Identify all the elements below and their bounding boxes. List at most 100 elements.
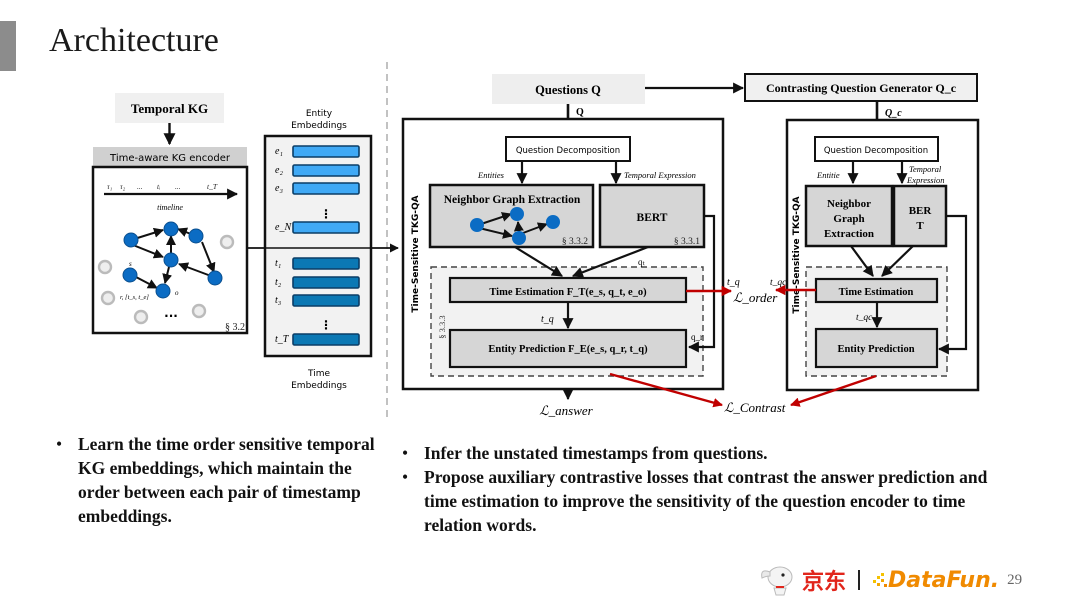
kg-subject-node (122, 267, 138, 283)
questions-label: Questions Q (535, 83, 601, 97)
main-pipeline: Questions Q Q Time-Sensitive TKG-QA Ques… (401, 74, 745, 418)
contrast-decomposition-label: Question Decomposition (824, 146, 928, 156)
time-embedding-label: t₃ (275, 295, 282, 306)
time-embedding-rows: t₁ t₂ t₃ t_T (275, 257, 360, 346)
q-arrow-label: Q (576, 107, 584, 118)
contrast-loss-arrow-left (609, 372, 723, 408)
slide-title: Architecture (49, 22, 219, 59)
contrast-neighbor-label-2: Graph (833, 213, 864, 225)
kg-object-node (155, 283, 171, 299)
time-embeddings-title-2: Embeddings (291, 381, 347, 391)
timeline-ticks: τ₁ τ₂ ... tᵢ ... t_T (107, 182, 218, 191)
qc-arrow-label: Q_c (885, 108, 902, 119)
kg-node (188, 228, 204, 244)
contrast-temporal-label-1: Temporal (909, 164, 942, 174)
subject-label: s (129, 260, 132, 268)
neighbor-graph-label: Neighbor Graph Extraction (444, 194, 581, 206)
timeline-tick: τ₁ (107, 182, 113, 191)
section-ref-3-3-3: § 3.3.3 (437, 315, 447, 338)
encoder-header (93, 147, 247, 167)
questions-box (492, 74, 645, 104)
entity-embeddings-title: Entity (306, 109, 333, 119)
tqc-right-label: t_qc (770, 278, 787, 288)
entity-embedding-vector (292, 221, 360, 234)
logo-separator (858, 570, 861, 590)
contrast-neighbor-label-3: Extraction (824, 228, 874, 240)
neighbor-section-ref: § 3.3.2 (562, 237, 588, 247)
entity-embedding-label: e₁ (275, 146, 283, 157)
temporal-kg-label: Temporal KG (131, 101, 208, 116)
entity-dots: ⋮ (320, 207, 332, 221)
bert-section-ref: § 3.3.1 (674, 237, 700, 247)
kg-edge (135, 276, 158, 289)
inactive-node (100, 290, 116, 306)
time-estimation-box (448, 276, 688, 304)
entity-embedding-vector (292, 145, 360, 158)
contrast-tqc-label: t_qc (856, 313, 873, 323)
datafun-logo-text: DataFun. (888, 567, 1000, 593)
contrasting-generator-label: Contrasting Question Generator Q_c (766, 81, 957, 95)
kg-node (163, 221, 179, 237)
contrast-temporal-label-2: Expression (906, 175, 944, 185)
contrast-pipeline: Contrasting Question Generator Q_c Q_c T… (744, 73, 980, 392)
contrast-loss-arrow-right (790, 374, 877, 407)
question-decomposition-label: Question Decomposition (516, 146, 620, 156)
timeline-tick: t_T (207, 182, 218, 191)
temporal-kg-panel: Temporal KG Time-aware KG encoder τ₁ τ₂ … (91, 93, 249, 335)
tq-left-label: t_q (727, 277, 740, 288)
order-loss-label: ℒ_order (733, 290, 778, 305)
time-embedding-label: t₁ (275, 258, 281, 269)
bert-label: BERT (637, 212, 668, 224)
timeline-tick: τ₂ (120, 182, 126, 191)
inactive-node (191, 303, 207, 319)
page-number: 29 (1007, 571, 1023, 588)
main-side-label: Time-Sensitive TKG-QA (411, 195, 421, 312)
entities-label: Entities (477, 170, 505, 180)
time-embedding-label: t₂ (275, 277, 282, 288)
contrast-neighbor-to-time-arrow (850, 245, 874, 277)
temporal-kg-box (115, 93, 224, 123)
timeline-tick: ... (175, 182, 181, 191)
jd-logo-text: 京东 (802, 570, 847, 595)
time-embedding-label: t_T (275, 334, 290, 345)
kg-node (207, 270, 223, 286)
right-bullets: Infer the unstated timestamps from quest… (398, 441, 998, 537)
mini-graph-icon (470, 207, 560, 245)
architecture-diagram: Temporal KG Time-aware KG encoder τ₁ τ₂ … (91, 62, 980, 420)
contrast-time-estimation-label: Time Estimation (839, 287, 914, 298)
active-nodes (122, 221, 223, 299)
more-nodes-ellipsis: ··· (164, 309, 178, 323)
contrasting-generator-box (744, 73, 978, 102)
contrast-entities-label: Entitie (816, 170, 840, 180)
contrast-entity-prediction-label: Entity Prediction (837, 344, 914, 355)
temporal-expression-label: Temporal Expression (624, 170, 696, 180)
contrast-side-label: Time-Sensitive TKG-QA (792, 196, 802, 313)
contrast-loss-label: ℒ_Contrast (724, 400, 786, 415)
kg-node (163, 252, 179, 268)
time-embedding-vector (292, 333, 360, 346)
bert-box (598, 183, 706, 249)
contrast-bert-to-entity-arrow (937, 214, 968, 355)
timeline-tick: ... (137, 182, 143, 191)
inactive-node (133, 309, 149, 325)
qr-label: q_r (691, 332, 703, 342)
inactive-node (219, 234, 235, 250)
qt-label: qₜ (638, 257, 646, 267)
entity-embedding-label: e_N (275, 222, 292, 233)
bert-to-entity-arrow (687, 214, 716, 353)
datafun-dots-icon (873, 573, 888, 587)
entity-embedding-vector (292, 164, 360, 177)
jd-mascot-icon (761, 566, 793, 596)
kg-edge (162, 266, 173, 284)
kg-edges (130, 227, 216, 289)
kg-edge (201, 241, 216, 273)
loss-connections: t_q t_qc ℒ_order ℒ_Contrast (609, 277, 877, 415)
timeline-label: timeline (157, 203, 183, 212)
relation-label: r, [t_s, t_e] (120, 294, 149, 301)
contrast-bert-to-time-arrow (881, 245, 914, 277)
object-label: o (175, 289, 179, 297)
inactive-nodes (97, 234, 235, 325)
bullet-item: Infer the unstated timestamps from quest… (398, 441, 998, 465)
